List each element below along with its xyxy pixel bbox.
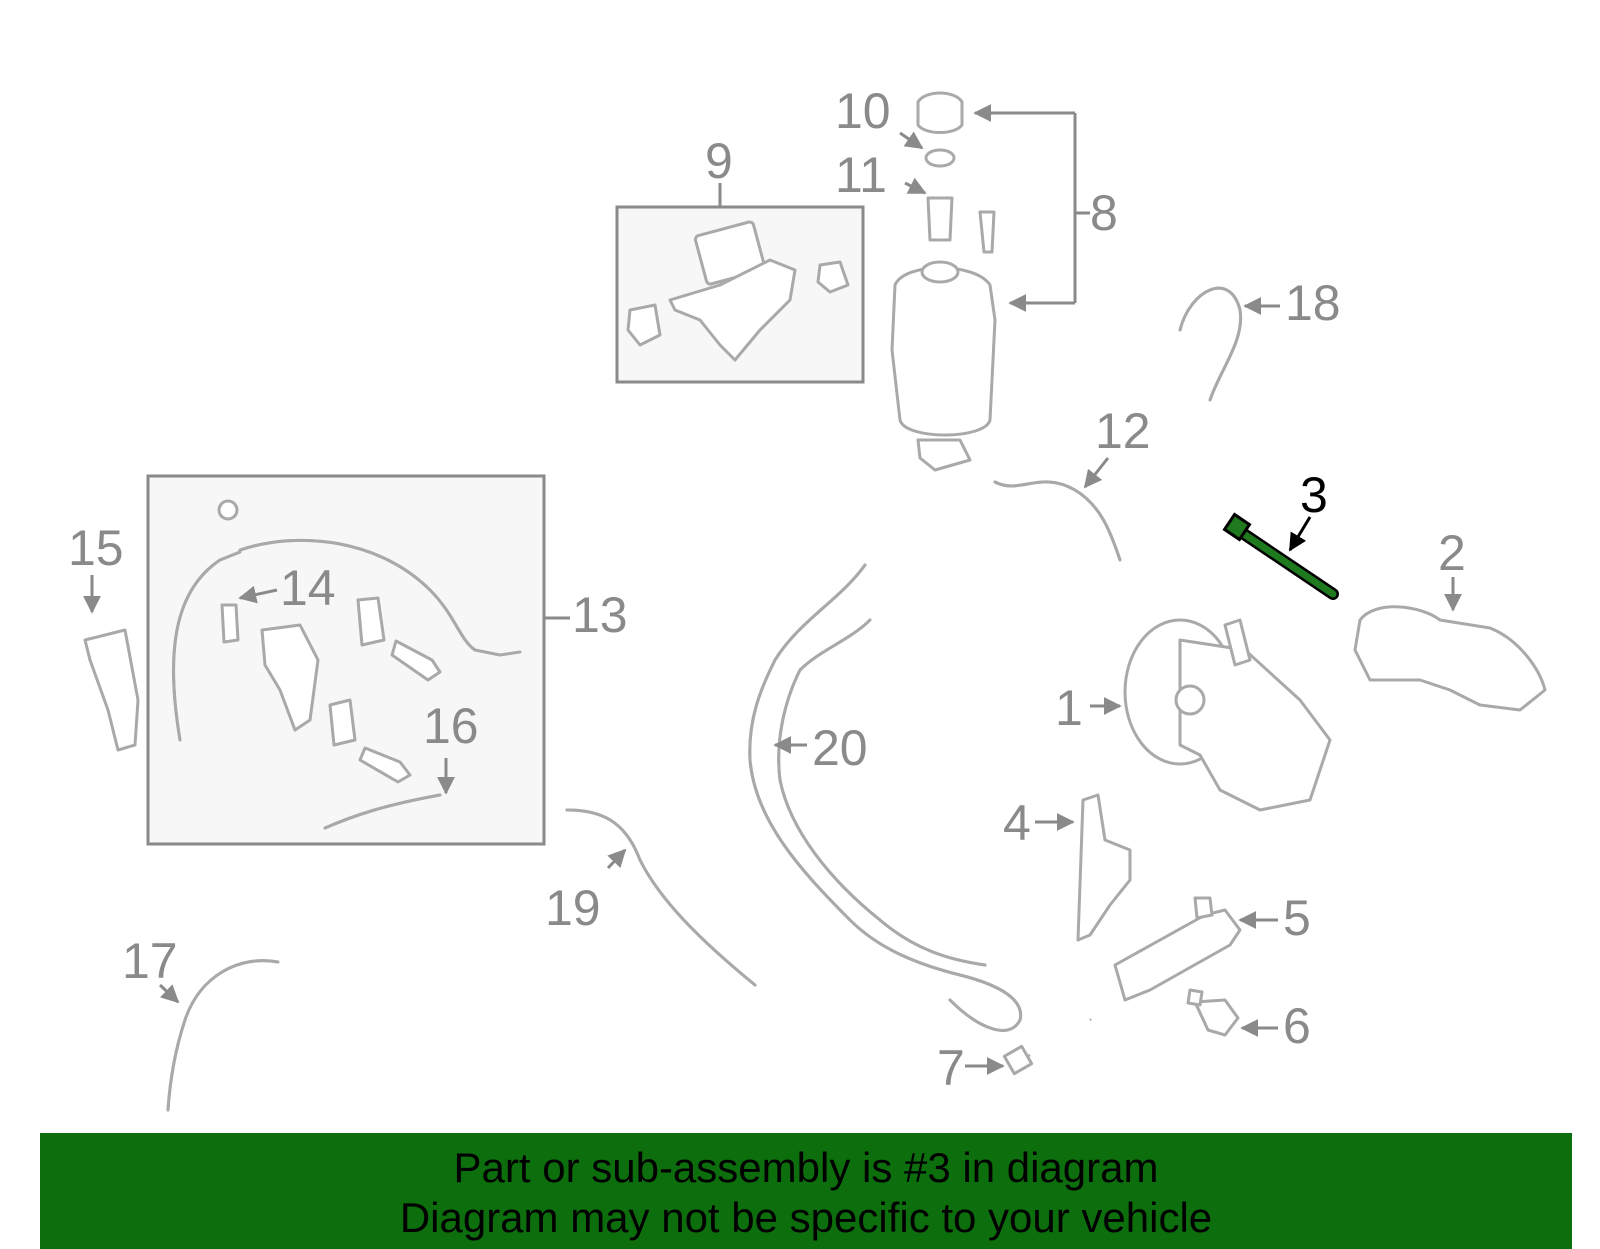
assembly-box-13	[146, 474, 546, 846]
callout-9[interactable]: 9	[705, 133, 733, 189]
bracket-5	[1113, 908, 1242, 1002]
callout-11[interactable]: 11	[835, 147, 887, 203]
info-banner: Part or sub-assembly is #3 in diagram Di…	[40, 1133, 1572, 1249]
callout-7[interactable]: 7	[937, 1040, 965, 1096]
cap-10	[916, 91, 964, 134]
bracket-15	[83, 628, 140, 752]
pressure-lines-20	[748, 563, 1023, 1032]
callout-1[interactable]: 1	[1055, 680, 1083, 736]
gasket-11	[924, 148, 956, 242]
bolt-8	[978, 210, 996, 254]
banner-line-1: Part or sub-assembly is #3 in diagram	[453, 1144, 1159, 1191]
hose-18	[1178, 286, 1243, 402]
bracket-4	[1076, 793, 1132, 942]
banner-line-2: Diagram may not be specific to your vehi…	[399, 1194, 1213, 1241]
callout-3[interactable]: 3	[1300, 467, 1328, 523]
callout-8[interactable]: 8	[1090, 185, 1118, 241]
callout-14[interactable]: 14	[280, 560, 336, 616]
hose-12	[993, 480, 1122, 562]
bolt-3-highlighted	[1222, 512, 1339, 600]
callout-10[interactable]: 10	[835, 83, 891, 139]
callout-6[interactable]: 6	[1283, 998, 1311, 1054]
callout-19[interactable]: 19	[545, 880, 601, 936]
reservoir-8	[890, 260, 997, 472]
callout-2[interactable]: 2	[1438, 525, 1466, 581]
callout-18[interactable]: 18	[1285, 275, 1341, 331]
callout-17[interactable]: 17	[122, 933, 178, 989]
callout-4[interactable]: 4	[1003, 795, 1031, 851]
hose-17	[166, 959, 280, 1112]
callout-13[interactable]: 13	[572, 587, 628, 643]
callout-16[interactable]: 16	[423, 698, 479, 754]
bracket-2	[1353, 605, 1547, 712]
callout-20[interactable]: 20	[812, 720, 868, 776]
nut-6	[1193, 998, 1240, 1037]
callout-5[interactable]: 5	[1283, 890, 1311, 946]
bracket-kit-9	[626, 220, 850, 362]
hose-kit-13	[172, 499, 522, 830]
callout-12[interactable]: 12	[1095, 403, 1151, 459]
callout-15[interactable]: 15	[68, 520, 124, 576]
pump-1	[1123, 618, 1332, 812]
